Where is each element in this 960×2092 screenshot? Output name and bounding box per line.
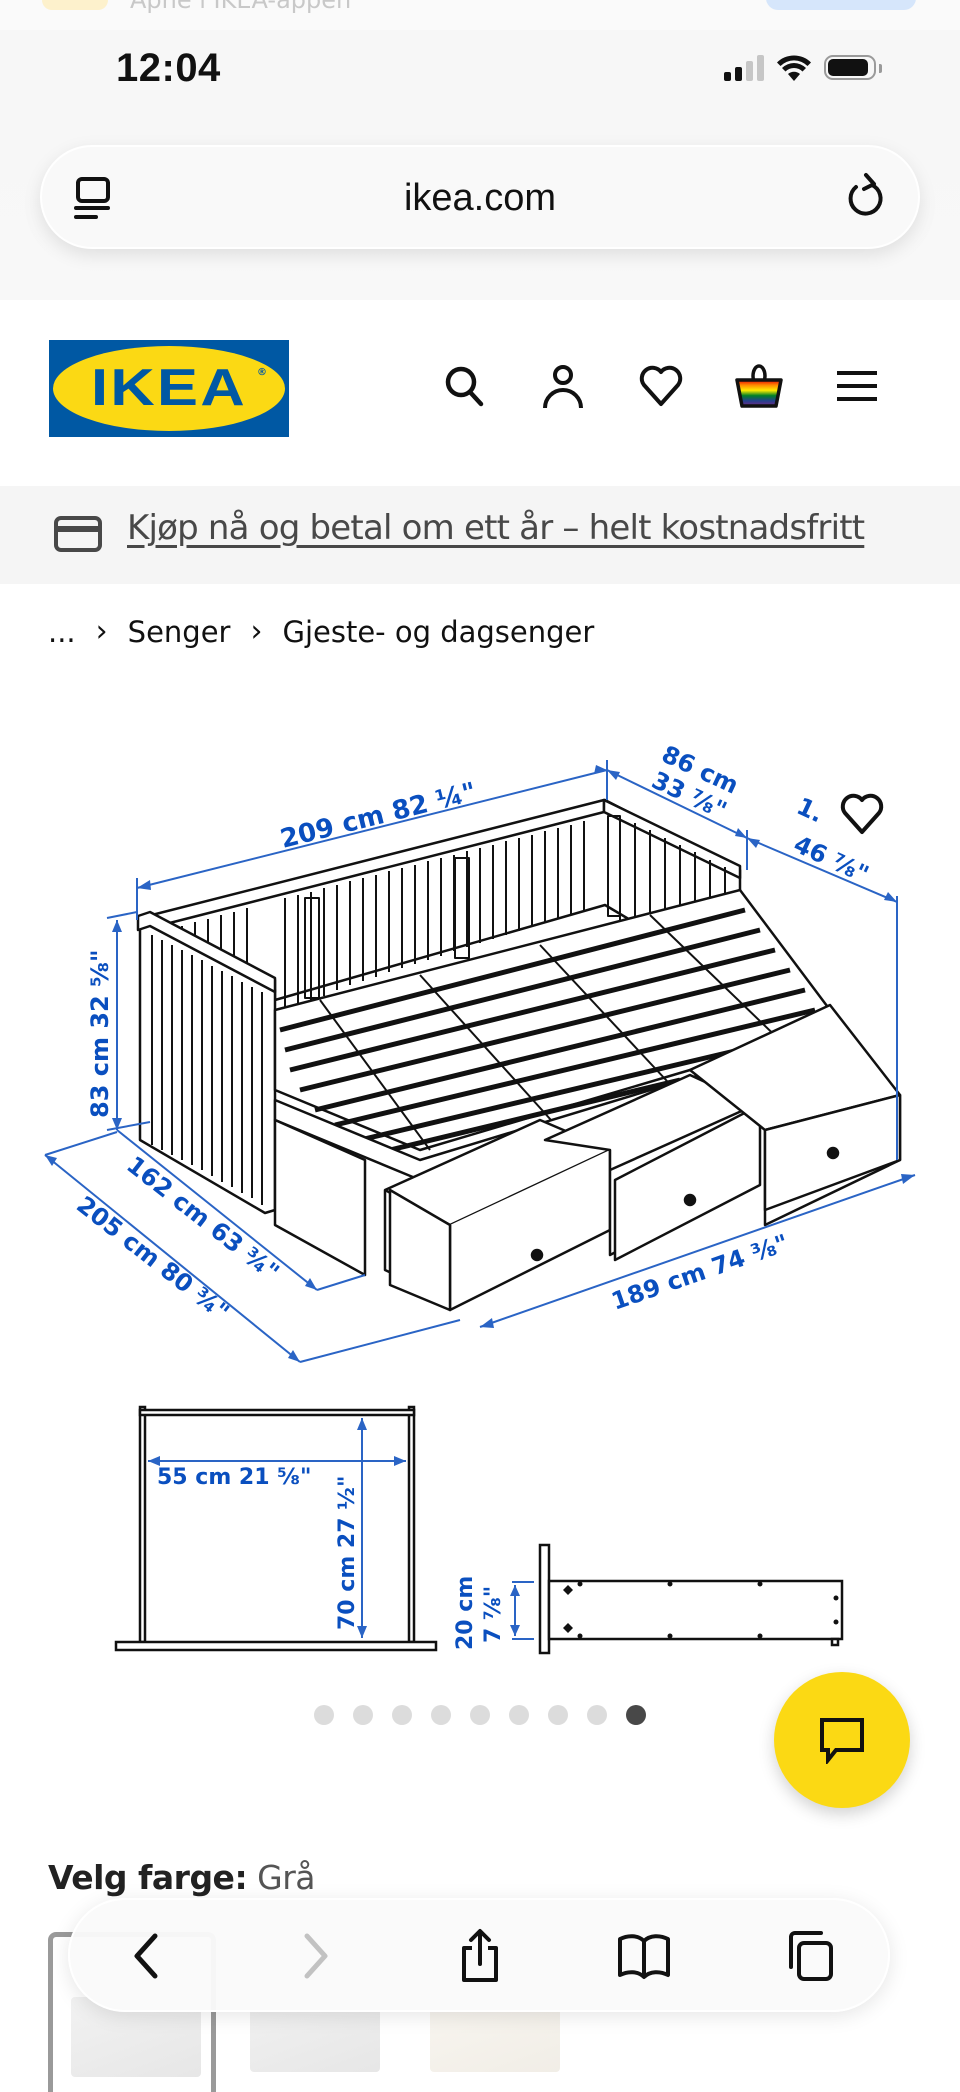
status-icons bbox=[724, 54, 882, 82]
browser-toolbar bbox=[68, 1898, 890, 2012]
chat-bubble-icon bbox=[820, 1718, 864, 1764]
search-button[interactable] bbox=[440, 360, 490, 412]
back-button[interactable] bbox=[112, 1922, 180, 1990]
favourites-button[interactable] bbox=[636, 360, 686, 412]
heart-icon bbox=[840, 793, 884, 834]
add-to-favourites-button[interactable] bbox=[830, 784, 894, 844]
header-actions bbox=[440, 360, 882, 412]
carousel-dot[interactable] bbox=[548, 1705, 568, 1725]
chevron-right-icon: › bbox=[95, 614, 108, 649]
app-icon bbox=[42, 0, 108, 10]
bookmarks-button[interactable] bbox=[610, 1922, 678, 1990]
carousel-dot[interactable] bbox=[587, 1705, 607, 1725]
dim-right-depth-cm: 1. bbox=[792, 792, 827, 828]
address-bar[interactable]: ikea.com bbox=[40, 145, 920, 249]
credit-card-icon bbox=[54, 516, 102, 552]
promo-banner[interactable]: Kjøp nå og betal om ett år – helt kostna… bbox=[0, 486, 960, 584]
status-time: 12:04 bbox=[116, 46, 221, 90]
url-text[interactable]: ikea.com bbox=[403, 177, 557, 219]
account-icon bbox=[543, 365, 583, 409]
heart-icon bbox=[639, 365, 683, 406]
forward-button[interactable] bbox=[282, 1922, 350, 1990]
tabs-button[interactable] bbox=[776, 1922, 844, 1990]
chat-button[interactable] bbox=[774, 1672, 910, 1808]
menu-button[interactable] bbox=[832, 360, 882, 412]
carousel-dot-active[interactable] bbox=[626, 1705, 646, 1725]
color-selector-label: Velg farge: Grå bbox=[48, 1858, 316, 1897]
promo-link[interactable]: Kjøp nå og betal om ett år – helt kostna… bbox=[127, 508, 865, 548]
cellular-signal-icon bbox=[724, 55, 764, 81]
battery-icon bbox=[824, 54, 882, 82]
shopping-bag-icon bbox=[735, 364, 783, 408]
site-header: IKEA ® bbox=[0, 300, 960, 486]
chevron-left-icon bbox=[134, 1933, 158, 1979]
share-button[interactable] bbox=[446, 1922, 514, 1990]
search-icon bbox=[445, 366, 484, 407]
menu-icon bbox=[837, 371, 877, 401]
cart-button[interactable] bbox=[734, 360, 784, 412]
dim-drawer-depth: 70 cm 27 ½" bbox=[335, 1476, 360, 1630]
open-in-app-label: Åpne i IKEA-appen bbox=[130, 0, 352, 14]
chevron-right-icon: › bbox=[250, 614, 263, 649]
carousel-dot[interactable] bbox=[353, 1705, 373, 1725]
carousel-dot[interactable] bbox=[470, 1705, 490, 1725]
breadcrumb-senger[interactable]: Senger bbox=[127, 614, 231, 649]
wifi-icon bbox=[777, 55, 811, 81]
tabs-icon bbox=[789, 1931, 833, 1981]
dim-drawer-height-in: 7 ⅞" bbox=[481, 1586, 506, 1643]
carousel-dot[interactable] bbox=[314, 1705, 334, 1725]
daybed-dimension-drawing: 209 cm 82 ¼" 86 cm 33 ⅞" 1. 46 ⅞" 83 cm … bbox=[44, 740, 916, 1655]
carousel-dot[interactable] bbox=[431, 1705, 451, 1725]
book-icon bbox=[618, 1934, 670, 1979]
dim-drawer-height-cm: 20 cm bbox=[453, 1576, 478, 1650]
dim-height: 83 cm 32 ⅝" bbox=[86, 950, 114, 1118]
dim-drawer-width: 55 cm 21 ⅝" bbox=[157, 1465, 311, 1490]
carousel-dot[interactable] bbox=[509, 1705, 529, 1725]
selected-color-value: Grå bbox=[257, 1858, 316, 1897]
breadcrumb: ... › Senger › Gjeste- og dagsenger bbox=[48, 614, 594, 649]
share-icon bbox=[462, 1929, 498, 1982]
open-app-button[interactable] bbox=[766, 0, 916, 10]
breadcrumb-gjeste-og-dagsenger[interactable]: Gjeste- og dagsenger bbox=[282, 614, 595, 649]
open-in-app-banner[interactable]: Åpne i IKEA-appen bbox=[0, 0, 960, 31]
page-menu-icon[interactable] bbox=[72, 175, 116, 221]
carousel-indicator bbox=[314, 1705, 646, 1725]
product-image-carousel[interactable]: 209 cm 82 ¼" 86 cm 33 ⅞" 1. 46 ⅞" 83 cm … bbox=[0, 700, 960, 1680]
breadcrumb-ellipsis[interactable]: ... bbox=[48, 614, 76, 649]
ikea-logo[interactable]: IKEA ® bbox=[49, 340, 289, 437]
status-bar: 12:04 bbox=[0, 30, 960, 140]
carousel-dot[interactable] bbox=[392, 1705, 412, 1725]
chevron-right-icon bbox=[304, 1933, 328, 1979]
account-button[interactable] bbox=[538, 360, 588, 412]
reload-icon[interactable] bbox=[844, 171, 888, 221]
